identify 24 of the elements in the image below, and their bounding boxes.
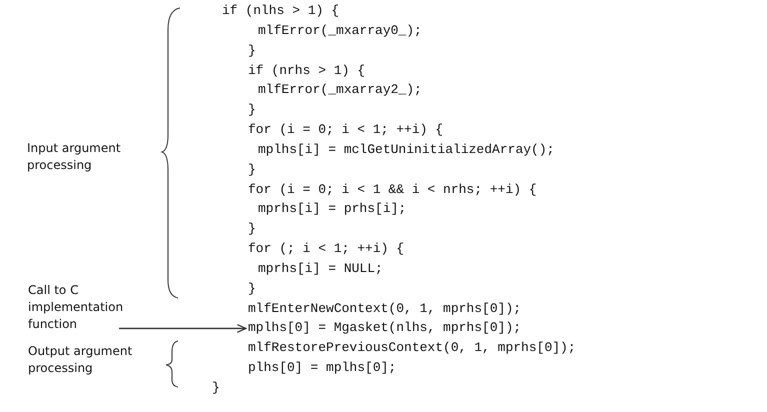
code-line: for (; i < 1; ++i) { [248, 241, 404, 258]
code-line: mlfError(_mxarray0_); [258, 22, 422, 39]
code-line: mlfError(_mxarray2_); [258, 82, 422, 98]
code-line: if (nlhs > 1) { [222, 3, 340, 19]
code-line: } [248, 280, 256, 297]
code-line: mplhs[0] = Mgasket(nlhs, mprhs[0]); [248, 320, 522, 336]
annotation-text: Output argument processing [28, 343, 134, 377]
code-line: mplhs[i] = mclGetUninitializedArray(); [258, 142, 554, 158]
annotation-text: Input argument processing [27, 140, 122, 174]
code-line: mprhs[i] = prhs[i]; [258, 201, 406, 218]
code-line: } [248, 221, 256, 238]
code-line: } [248, 102, 256, 118]
arrow [119, 324, 247, 334]
code-line: } [212, 380, 220, 396]
code-line: mlfEnterNewContext(0, 1, mprhs[0]); [248, 300, 522, 317]
annotation-text: Call to C implementation function [28, 282, 123, 333]
code-line: for (i = 0; i < 1 && i < nrhs; ++i) { [248, 182, 537, 198]
code-line: if (nrhs > 1) { [248, 62, 366, 79]
code-line: } [248, 162, 256, 178]
code-line: mprhs[i] = NULL; [258, 260, 383, 277]
code-line: plhs[0] = mplhs[0]; [248, 360, 396, 376]
code-line: } [248, 42, 256, 59]
code-line: for (i = 0; i < 1; ++i) { [248, 122, 444, 138]
code-line: mlfRestorePreviousContext(0, 1, mprhs[0]); [248, 340, 576, 356]
